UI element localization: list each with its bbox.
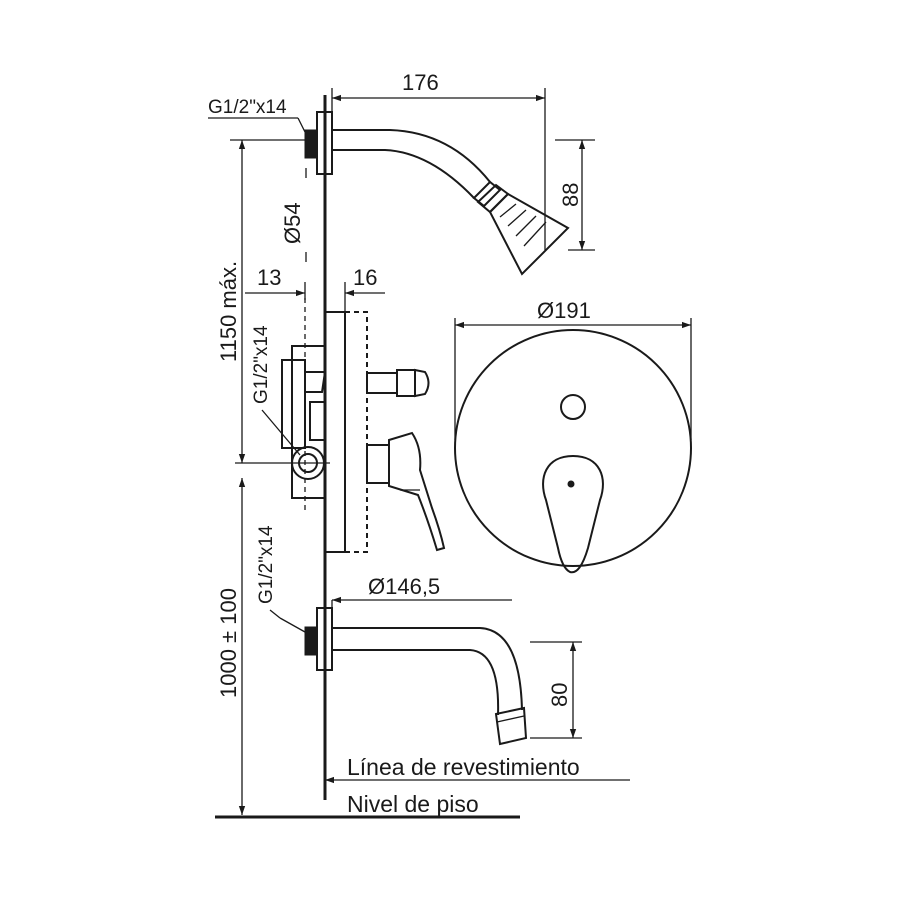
bottom-thread-label: G1/2"x14 [256, 525, 277, 604]
middle-thread-label: G1/2"x14 [251, 325, 272, 404]
wall-finish-label: Línea de revestimiento [347, 754, 580, 780]
flange-diameter-label: Ø54 [280, 202, 305, 244]
dimension-shower-arm-length [331, 88, 546, 250]
dimension-plate-depth [344, 282, 385, 312]
shower-head [472, 180, 570, 276]
dimension-max-height-label: 1150 máx. [216, 261, 241, 362]
dimension-plate-diameter [454, 318, 692, 440]
dimension-spout-diameter-label: Ø146,5 [368, 574, 440, 599]
dimension-shower-head-height-label: 88 [558, 183, 583, 207]
bottom-thread-leader [269, 609, 306, 633]
dimension-max-height [230, 139, 315, 463]
dimension-body-depth [245, 282, 306, 300]
dimension-spout-height-label: 80 [547, 683, 572, 707]
dimension-shower-head-height [555, 139, 595, 251]
shower-arm [304, 111, 491, 199]
dimension-spout-diameter [331, 596, 512, 608]
dimension-plate-diameter-label: Ø191 [537, 298, 591, 323]
top-thread-label: G1/2"x14 [208, 97, 287, 118]
middle-thread-leader [261, 409, 301, 456]
diverter-knob-side [366, 368, 430, 398]
dimension-shower-arm-length-label: 176 [402, 70, 439, 95]
top-thread-leader [208, 117, 306, 133]
cover-plate-front [454, 329, 692, 574]
dimension-plate-depth-label: 16 [353, 265, 377, 290]
valve-body [235, 298, 368, 553]
dimension-inlet-height-label: 1000 ± 100 [216, 588, 241, 698]
dimension-body-depth-label: 13 [257, 265, 281, 290]
tub-spout [304, 607, 528, 746]
floor-label: Nivel de piso [347, 791, 479, 817]
dimension-spout-height [530, 641, 582, 739]
lever-handle-side [366, 431, 446, 552]
